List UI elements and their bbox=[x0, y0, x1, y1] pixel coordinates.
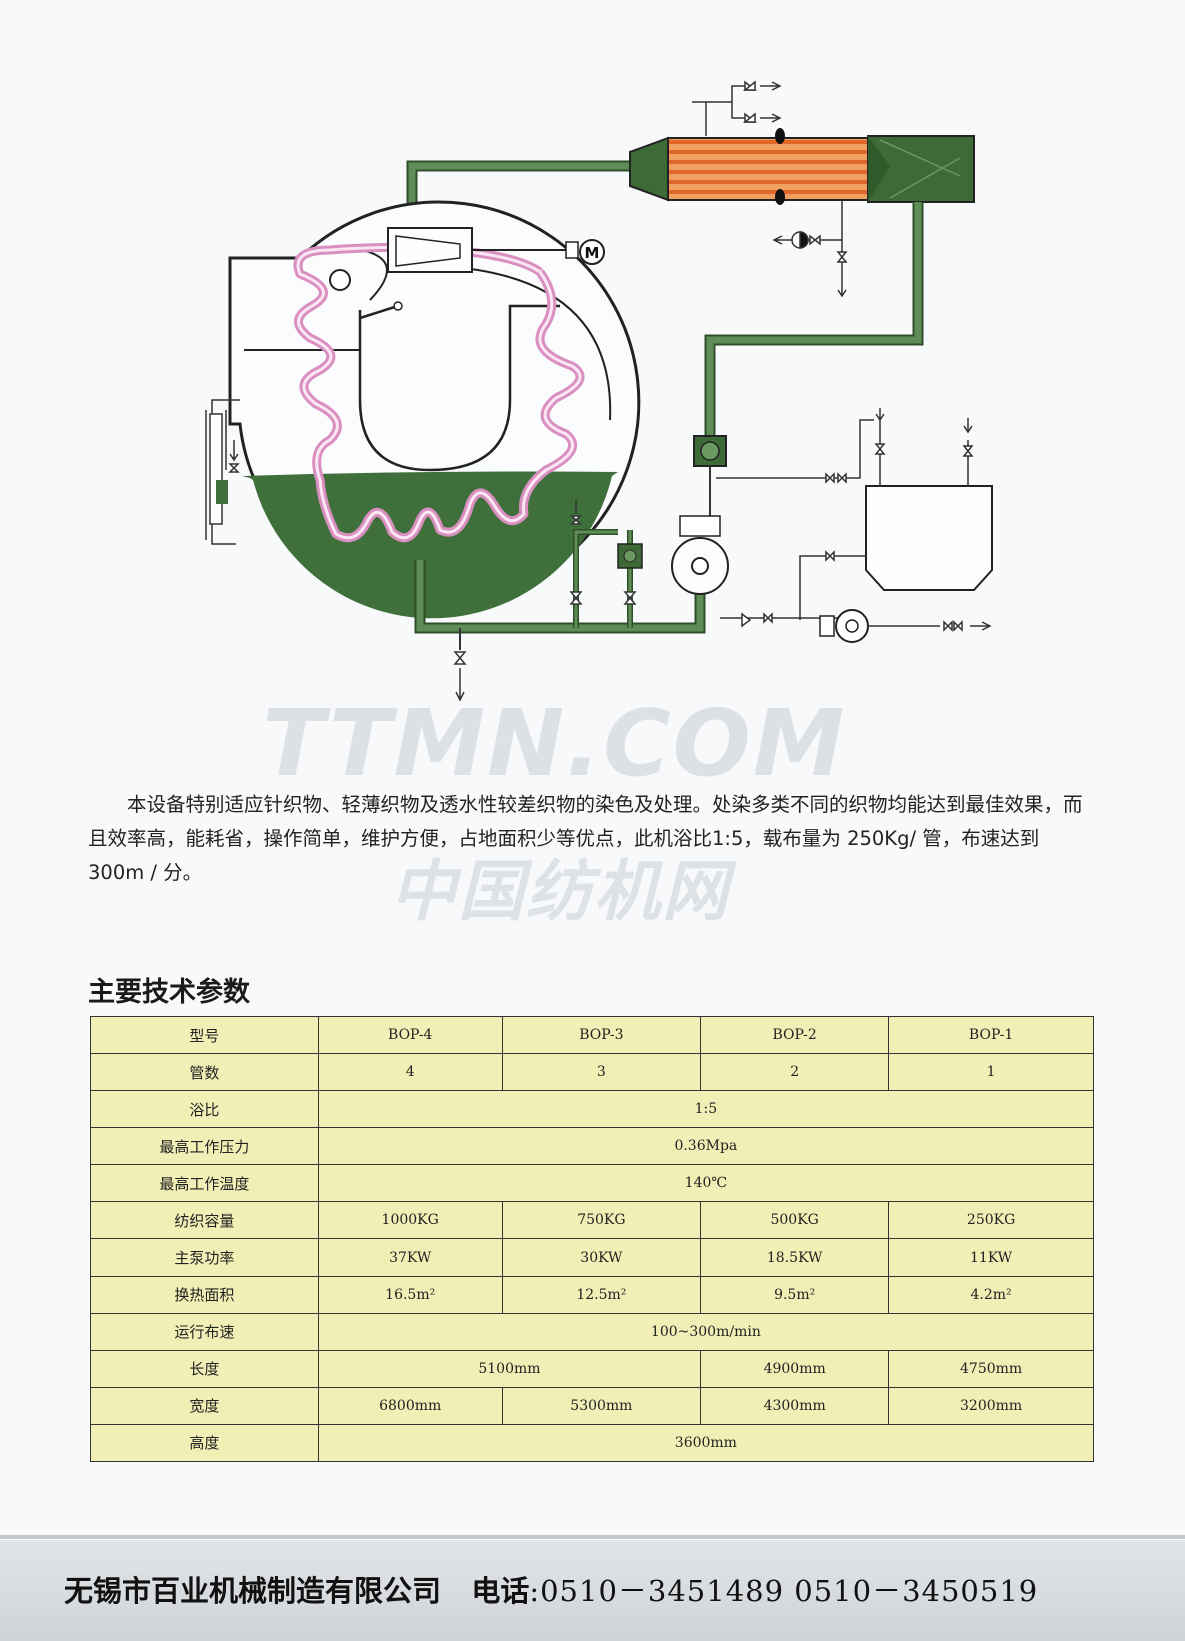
table-cell: 4 bbox=[317, 1053, 503, 1092]
level-gauge bbox=[205, 399, 240, 545]
phone-numbers: :0510－3451489 0510－3450519 bbox=[529, 1574, 1039, 1608]
table-cell: BOP-1 bbox=[888, 1015, 1094, 1055]
table-cell: 0.36Mpa bbox=[317, 1127, 1095, 1166]
table-cell: 4900mm bbox=[700, 1349, 890, 1388]
section-title: 主要技术参数 bbox=[88, 977, 250, 1008]
table-cell: 18.5KW bbox=[700, 1238, 890, 1277]
table-cell: 9.5m² bbox=[700, 1275, 890, 1314]
row-label: 换热面积 bbox=[90, 1275, 319, 1314]
table-cell: 4.2m² bbox=[888, 1275, 1094, 1314]
table-cell: 750KG bbox=[501, 1201, 702, 1240]
table-cell: 250KG bbox=[888, 1201, 1094, 1240]
condensate-valves bbox=[772, 200, 848, 298]
table-cell: 1 bbox=[888, 1053, 1094, 1092]
table-cell: 2 bbox=[700, 1053, 890, 1092]
table-cell: 4300mm bbox=[700, 1386, 890, 1425]
footer-contact: 无锡市百业机械制造有限公司 电话:0510－3451489 0510－34505… bbox=[64, 1568, 1038, 1610]
footer-band bbox=[0, 1540, 1185, 1641]
table-cell: 1000KG bbox=[317, 1201, 503, 1240]
row-label: 浴比 bbox=[90, 1090, 319, 1129]
table-cell: BOP-3 bbox=[501, 1015, 702, 1055]
table-cell: 4750mm bbox=[888, 1349, 1094, 1388]
company-name: 无锡市百业机械制造有限公司 bbox=[64, 1574, 442, 1608]
table-cell: 3 bbox=[501, 1053, 702, 1092]
row-label: 长度 bbox=[90, 1349, 319, 1388]
row-label: 纺织容量 bbox=[90, 1201, 319, 1240]
table-cell: 5100mm bbox=[317, 1349, 702, 1388]
heat-exchanger bbox=[629, 128, 975, 205]
watermark-text: TTMN.COM bbox=[262, 690, 847, 797]
description-paragraph: 本设备特别适应针织物、轻薄织物及透水性较差织物的染色及处理。处染多类不同的织物均… bbox=[88, 793, 1083, 884]
row-label: 管数 bbox=[90, 1053, 319, 1092]
row-label: 宽度 bbox=[90, 1386, 319, 1425]
table-cell: BOP-4 bbox=[317, 1015, 503, 1055]
table-cell: 1:5 bbox=[317, 1090, 1095, 1129]
row-label: 型号 bbox=[90, 1015, 319, 1055]
dyeing-vessel bbox=[228, 200, 641, 619]
row-label: 运行布速 bbox=[90, 1312, 319, 1351]
table-cell: 30KW bbox=[501, 1238, 702, 1277]
table-cell: 5300mm bbox=[501, 1386, 702, 1425]
watermark-text-cn: 中国纺机网 bbox=[390, 853, 730, 930]
row-label: 最高工作温度 bbox=[90, 1164, 319, 1203]
footer-divider bbox=[0, 1535, 1185, 1539]
table-cell: BOP-2 bbox=[700, 1015, 890, 1055]
additive-tank bbox=[865, 485, 993, 591]
machine-diagram: M bbox=[205, 80, 993, 702]
table-cell: 12.5m² bbox=[501, 1275, 702, 1314]
phone-label: 电话 bbox=[471, 1574, 530, 1608]
table-cell: 3600mm bbox=[317, 1423, 1095, 1463]
table-cell: 500KG bbox=[700, 1201, 890, 1240]
table-cell: 11KW bbox=[888, 1238, 1094, 1277]
table-cell: 140℃ bbox=[317, 1164, 1095, 1203]
return-pipe bbox=[704, 202, 924, 438]
steam-valves bbox=[692, 80, 782, 136]
row-label: 最高工作压力 bbox=[90, 1127, 319, 1166]
drain-pump bbox=[819, 609, 992, 643]
motor-label: M bbox=[585, 244, 600, 262]
table-cell: 3200mm bbox=[888, 1386, 1094, 1425]
table-cell: 16.5m² bbox=[317, 1275, 503, 1314]
main-pump bbox=[671, 515, 729, 595]
row-label: 高度 bbox=[90, 1423, 319, 1463]
table-cell: 6800mm bbox=[317, 1386, 503, 1425]
table-cell: 100~300m/min bbox=[317, 1312, 1095, 1351]
row-label: 主泵功率 bbox=[90, 1238, 319, 1277]
product-description: 本设备特别适应针织物、轻薄织物及透水性较差织物的染色及处理。处染多类不同的织物均… bbox=[88, 788, 1098, 890]
table-cell: 37KW bbox=[317, 1238, 503, 1277]
motor-icon: M bbox=[565, 239, 605, 265]
